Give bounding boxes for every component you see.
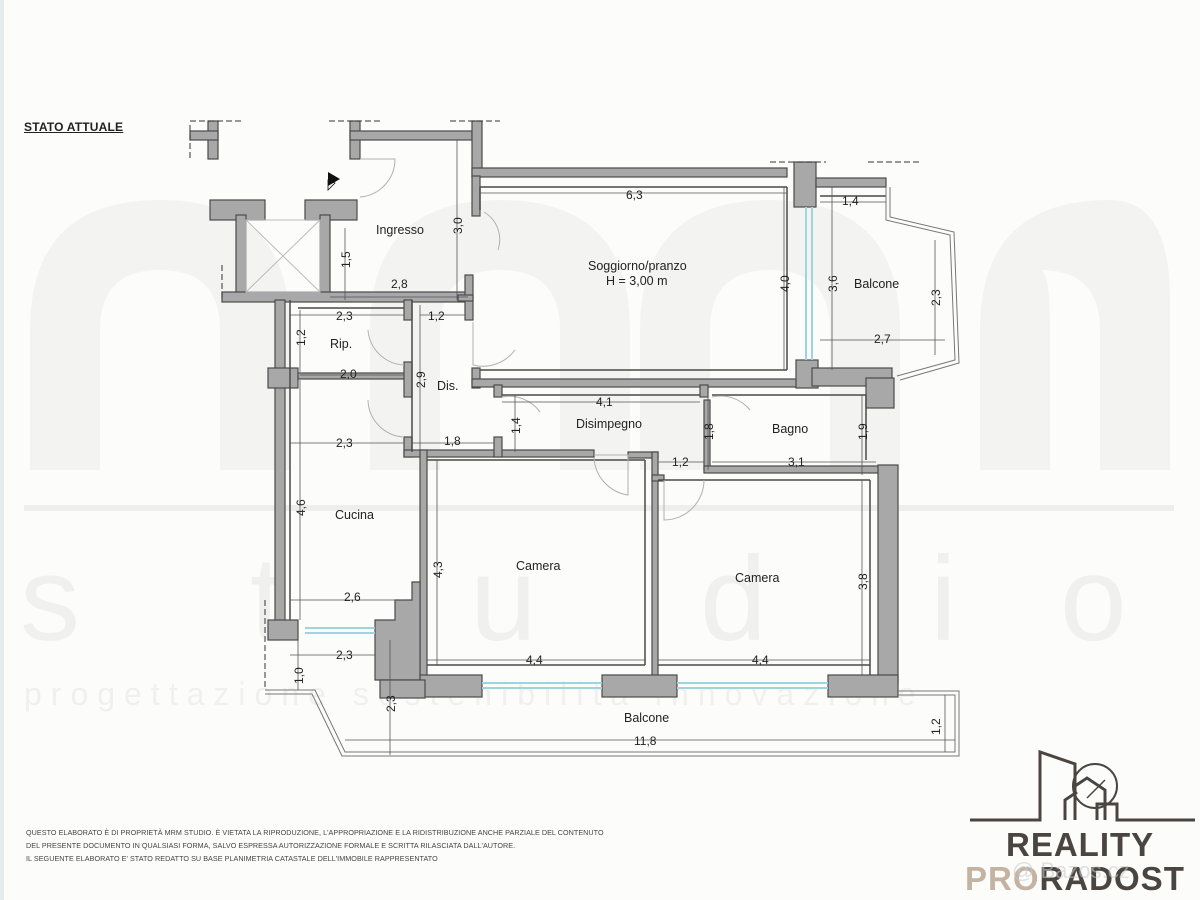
- dim-value: 1,8: [702, 423, 716, 440]
- watermark-letter: u: [470, 532, 537, 666]
- room-labels: Ingresso Soggiorno/pranzo H = 3,00 m Bal…: [330, 223, 899, 725]
- balcony-outlines: [265, 187, 960, 757]
- windows: [305, 207, 828, 689]
- room-label-camera-2: Camera: [735, 571, 780, 585]
- room-label-balcone-east: Balcone: [854, 277, 899, 291]
- dim-value: 2,3: [336, 648, 353, 662]
- dim-value: 4,4: [526, 653, 543, 667]
- dim-value: 4,4: [752, 653, 769, 667]
- logo-text-reality: REALITY: [1006, 826, 1155, 863]
- dim-value: 3,1: [788, 455, 805, 469]
- watermark: s t u d i o progettazione sostenibilità …: [20, 200, 1174, 712]
- dim-value: 6,3: [626, 188, 643, 202]
- dim-value: 4,3: [431, 561, 445, 578]
- dim-value: 2,0: [340, 367, 357, 381]
- dim-value: 1,5: [339, 251, 353, 268]
- dim-value: 3,0: [451, 217, 465, 234]
- room-label-ingresso: Ingresso: [376, 223, 424, 237]
- disclaimer-line: QUESTO ELABORATO È DI PROPRIETÀ MRM STUD…: [26, 828, 604, 837]
- door-swings: [359, 158, 751, 521]
- dim-value: 1,9: [856, 423, 870, 440]
- dim-value: 3,6: [826, 275, 840, 292]
- thin-walls: [289, 186, 886, 675]
- dim-value: 2,9: [414, 371, 428, 388]
- dim-value: 1,0: [292, 667, 306, 684]
- dim-value: 2,3: [384, 695, 398, 712]
- room-label-bagno: Bagno: [772, 422, 808, 436]
- copyright-disclaimer: QUESTO ELABORATO È DI PROPRIETÀ MRM STUD…: [26, 826, 604, 865]
- dim-value: 1,2: [672, 455, 689, 469]
- reality-proradost-logo-icon: [970, 749, 1195, 822]
- drawing-title: STATO ATTUALE: [24, 120, 124, 134]
- dim-value: 1,2: [294, 329, 308, 346]
- room-label-dis: Dis.: [437, 379, 459, 393]
- dim-value: 2,6: [344, 590, 361, 604]
- dim-value: 2,7: [874, 332, 891, 346]
- room-label-soggiorno: Soggiorno/pranzo: [588, 259, 687, 273]
- watermark-letter: o: [1060, 532, 1127, 666]
- watermark-letter: i: [930, 532, 957, 666]
- page-edge: [0, 0, 4, 900]
- dim-value: 1,4: [509, 417, 523, 434]
- dim-value: 2,3: [929, 289, 943, 306]
- bazos-watermark: @ Bazos.cz: [1012, 858, 1130, 883]
- room-label-disimpegno: Disimpegno: [576, 417, 642, 431]
- cut-lines: [189, 120, 922, 690]
- dim-value: 11,8: [634, 734, 657, 748]
- entrance-arrow-icon: [327, 172, 340, 191]
- disclaimer-line: DEL PRESENTE DOCUMENTO IN QUALSIASI FORM…: [26, 841, 516, 850]
- watermark-letter: s: [20, 532, 80, 666]
- dim-value: 3,8: [856, 573, 870, 590]
- logo-text-radost: RADOST: [1039, 860, 1185, 897]
- dimension-lines: [290, 140, 955, 755]
- dim-value: 4,6: [294, 499, 308, 516]
- room-label-cucina: Cucina: [335, 508, 374, 522]
- watermark-letter: d: [700, 532, 767, 666]
- logo-text-proradost: PRORADOST: [965, 860, 1185, 898]
- dim-value: 2,3: [336, 436, 353, 450]
- elevator-shaft: [245, 219, 321, 293]
- room-label-balcone-south: Balcone: [624, 711, 669, 725]
- logo-text-pro: PRO: [965, 860, 1040, 897]
- dimension-values: 6,3 1,4 2,7 2,8 2,3 2,0 1,2 4,1 1,8 2,3 …: [292, 188, 943, 748]
- room-label-ripostiglio: Rip.: [330, 337, 352, 351]
- dim-value: 4,1: [596, 395, 613, 409]
- dim-value: 1,8: [444, 434, 461, 448]
- room-height-label: H = 3,00 m: [606, 274, 668, 288]
- dim-value: 2,8: [391, 277, 408, 291]
- dim-value: 2,3: [336, 309, 353, 323]
- dim-value: 1,2: [428, 309, 445, 323]
- dim-value: 1,4: [842, 194, 859, 208]
- dim-value: 4,0: [778, 275, 792, 292]
- dim-value: 1,2: [929, 718, 943, 735]
- room-label-camera-1: Camera: [516, 559, 561, 573]
- disclaimer-line: IL SEGUENTE ELABORATO E' STATO REDATTO S…: [26, 854, 438, 863]
